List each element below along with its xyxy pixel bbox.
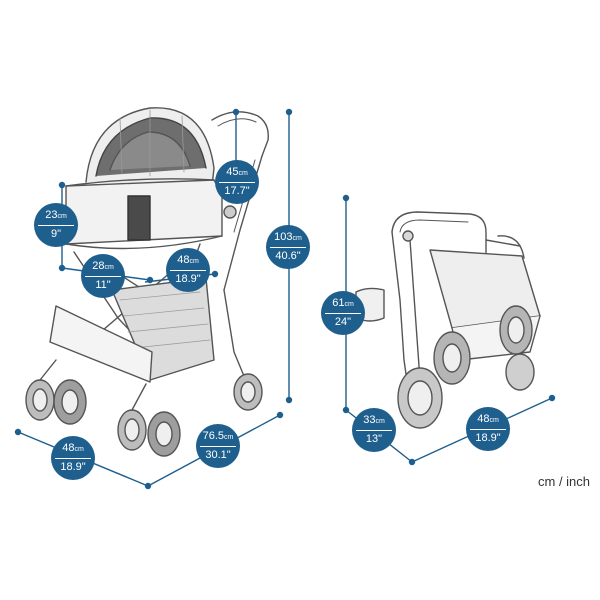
badge-divider [85,276,121,277]
dimension-badge-base-length: 76.5cm 30.1" [196,424,240,468]
cm-value: 76.5 [202,430,225,442]
cm-value: 61 [332,297,345,309]
cm-unit: cm [57,213,67,220]
cm-unit: cm [344,301,354,308]
wheel-front-right [117,409,181,457]
stroller-folded [355,211,541,429]
cm-unit: cm [189,258,199,265]
badge-divider [270,247,306,248]
dimension-badge-base-width: 48cm 18.9" [51,436,95,480]
inch-value: 24" [334,316,352,328]
badge-divider [200,446,236,447]
cm-unit: cm [104,264,114,271]
folded-wheel-middle [433,331,471,385]
cm-value: 23 [45,209,58,221]
cm-unit: cm [292,235,302,242]
badge-divider [219,182,255,183]
cm-value: 48 [177,254,190,266]
dimension-badge-folded-depth: 33cm 13" [352,408,396,452]
cm-value: 48 [477,413,490,425]
badge-divider [38,225,74,226]
unit-legend: cm / inch [538,474,591,489]
badge-divider [170,270,206,271]
cm-unit: cm [74,446,84,453]
cm-unit: cm [489,417,499,424]
cm-value: 33 [363,414,376,426]
cm-value: 48 [62,442,75,454]
badge-divider [470,429,506,430]
dimension-badge-carrier-top: 45cm 17.7" [215,160,259,204]
cm-value: 103 [274,231,293,243]
cm-unit: cm [238,170,248,177]
cm-unit: cm [375,418,385,425]
wheel-front-left [25,379,87,425]
inch-value: 17.7" [224,185,250,197]
dimension-badge-cover-depth: 28cm 11" [81,254,125,298]
dimension-badge-folded-height: 61cm 24" [321,291,365,335]
wheel-rear-right [233,373,263,411]
inch-value: 18.9" [175,273,201,285]
inch-value: 30.1" [205,449,231,461]
dimension-badge-cover-height: 23cm 9" [34,203,78,247]
badge-divider [55,458,91,459]
dimension-badge-carrier-width: 48cm 18.9" [166,248,210,292]
inch-value: 18.9" [475,432,501,444]
dimension-badge-folded-width: 48cm 18.9" [466,407,510,451]
inch-value: 18.9" [60,461,86,473]
inch-value: 13" [365,433,383,445]
cm-value: 28 [92,260,105,272]
cm-value: 45 [226,166,239,178]
folded-wheel-front [397,367,443,429]
dimension-badge-total-height: 103cm 40.6" [266,225,310,269]
inch-value: 11" [95,279,111,291]
badge-divider [325,313,361,314]
badge-divider [356,430,392,431]
inch-value: 40.6" [275,250,301,262]
folded-wheel-back [499,305,535,391]
cm-unit: cm [224,434,234,441]
inch-value: 9" [50,228,62,240]
